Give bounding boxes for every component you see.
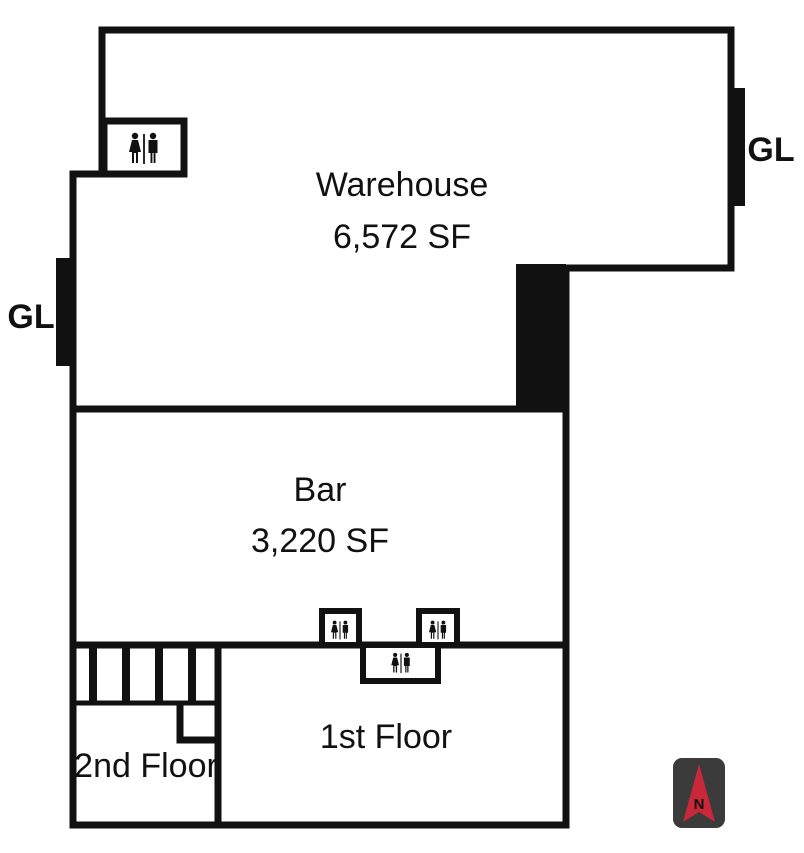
warehouse-area: 6,572 SF	[333, 218, 471, 256]
core-block	[516, 264, 566, 409]
bar-area: 3,220 SF	[251, 522, 389, 560]
stairs	[89, 645, 196, 703]
bar-name: Bar	[294, 471, 347, 509]
bar-walls	[69, 405, 570, 829]
warehouse-name: Warehouse	[316, 166, 489, 204]
gl-label-west: GL	[7, 298, 54, 336]
north-arrow-icon: N	[673, 758, 725, 828]
restroom-first-floor	[360, 642, 441, 684]
restroom-bar-left	[319, 608, 362, 648]
second-floor-name: 2nd Floor	[74, 747, 218, 785]
gl-block-west	[56, 258, 73, 366]
first-floor-name: 1st Floor	[320, 718, 452, 756]
gl-label-east: GL	[747, 131, 794, 169]
stair-notch	[176, 703, 218, 744]
restroom-bar-right	[416, 608, 460, 648]
compass-letter: N	[694, 796, 705, 813]
gl-block-east	[731, 88, 745, 206]
restroom-warehouse	[100, 117, 188, 178]
